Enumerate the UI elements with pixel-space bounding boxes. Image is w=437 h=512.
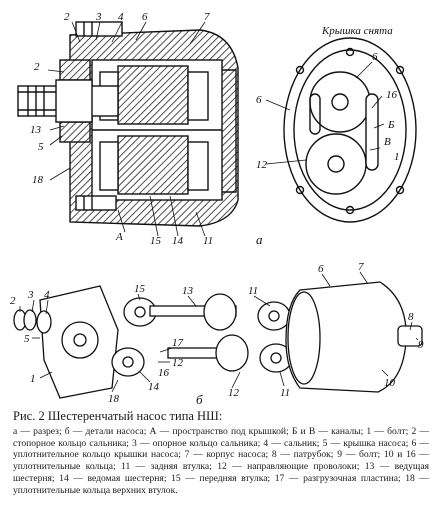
caption-legend: а — разрез; б — детали насоса; А — прост… — [13, 426, 429, 496]
label-end-V: В — [384, 136, 391, 148]
label-b-16: 16 — [158, 367, 170, 379]
label-b-8: 8 — [408, 311, 414, 323]
label-end-B: Б — [387, 119, 395, 131]
label-cover-removed: Крышка снята — [321, 25, 393, 37]
label-a-11: 11 — [203, 235, 213, 247]
label-a-14: 14 — [172, 235, 184, 247]
label-b-3: 3 — [27, 289, 34, 301]
label-a-2b: 2 — [34, 61, 40, 73]
labels-end-view: Крышка снята 6 16 Б В 1 12 6 — [256, 25, 400, 171]
label-b-9: 9 — [418, 339, 424, 351]
leader-lines-end — [265, 61, 385, 165]
label-b-14: 14 — [148, 381, 160, 393]
label-b-10: 10 — [384, 377, 396, 389]
label-a-7: 7 — [204, 11, 210, 23]
label-end-1: 1 — [394, 151, 400, 163]
label-b-17: 17 — [172, 337, 184, 349]
leader-lines-a — [47, 21, 206, 237]
leader-lines-b — [19, 271, 419, 393]
label-b-1: 1 — [30, 373, 36, 385]
label-b-12b: 12 — [228, 387, 240, 399]
pump-section-view — [17, 21, 239, 227]
label-b-7: 7 — [358, 261, 364, 273]
label-a-4: 4 — [118, 11, 124, 23]
label-end-12: 12 — [256, 159, 268, 171]
label-a-15: 15 — [150, 235, 162, 247]
label-b-18: 18 — [108, 393, 120, 405]
pump-end-view — [283, 37, 417, 223]
caption-title: Рис. 2 Шестеренчатый насос типа НШ: — [13, 409, 223, 423]
label-b-5: 5 — [24, 333, 30, 345]
label-sub-b: б — [196, 392, 203, 405]
label-end-6: 6 — [372, 51, 378, 63]
label-sub-a: а — [256, 232, 263, 247]
label-b-15: 15 — [134, 283, 146, 295]
pump-exploded-view — [13, 281, 423, 399]
label-b-6: 6 — [318, 263, 324, 275]
label-a-5: 5 — [38, 141, 44, 153]
label-b-11: 11 — [248, 285, 258, 297]
labels-view-a: 2 3 4 6 7 2 13 5 18 А 15 14 11 а — [30, 11, 263, 247]
label-b-11b: 11 — [280, 387, 290, 399]
label-a-18: 18 — [32, 174, 44, 186]
pump-figure: 2 3 4 6 7 2 13 5 18 А 15 14 11 а — [10, 11, 424, 405]
figure-caption: Рис. 2 Шестеренчатый насос типа НШ: а — … — [13, 408, 429, 496]
label-end-16: 16 — [386, 89, 398, 101]
label-b-12: 12 — [172, 357, 184, 369]
label-b-4: 4 — [44, 289, 50, 301]
label-a-13: 13 — [30, 124, 42, 136]
label-a-A: А — [115, 231, 123, 243]
label-b-13: 13 — [182, 285, 194, 297]
label-a-2: 2 — [64, 11, 70, 23]
labels-view-b: 2 3 4 5 1 15 13 11 6 7 8 9 10 17 12 14 1… — [10, 261, 424, 405]
label-b-2: 2 — [10, 295, 16, 307]
label-a-6: 6 — [142, 11, 148, 23]
label-a-3: 3 — [95, 11, 102, 23]
label-end-6b: 6 — [256, 94, 262, 106]
